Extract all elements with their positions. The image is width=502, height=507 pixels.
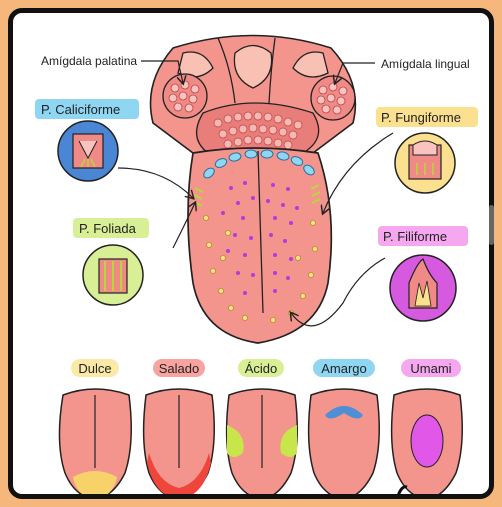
caliciforme-label: P. Caliciforme (41, 102, 120, 117)
fungiforme-circle (395, 133, 455, 193)
caliciforme-circle (58, 121, 118, 181)
tongue-umami (392, 389, 463, 499)
amargo-label: Amargo (321, 361, 367, 376)
foliada-circle (83, 245, 143, 305)
amigdala-palatina-cluster (163, 74, 207, 118)
acido-label: Ácido (245, 361, 278, 376)
arrow-caliciforme (118, 168, 193, 198)
diagram-card: Amígdala palatina Amígdala lingual P. Ca… (8, 8, 494, 499)
amigdala-palatina-label: Amígdala palatina (41, 54, 137, 68)
arrow-fungiforme (323, 133, 393, 213)
filiforme-circle (390, 255, 456, 321)
salado-label: Salado (159, 361, 199, 376)
amigdala-lingual-cluster (311, 76, 355, 120)
amigdala-lingual-label: Amígdala lingual (381, 57, 470, 71)
filiforme-label: P. Filiforme (383, 229, 447, 244)
tongue-amargo (309, 389, 380, 499)
tongue-dulce (59, 389, 131, 499)
tongue-salado (144, 389, 215, 499)
fungiforme-label: P. Fungiforme (381, 110, 461, 125)
umami-label: Umami (410, 361, 451, 376)
scrollbar-thumb[interactable] (489, 205, 494, 245)
tongue-acido (227, 389, 298, 499)
dulce-label: Dulce (78, 361, 111, 376)
foliada-label: P. Foliada (79, 221, 137, 236)
tongue-diagram: Amígdala palatina Amígdala lingual P. Ca… (13, 13, 494, 499)
